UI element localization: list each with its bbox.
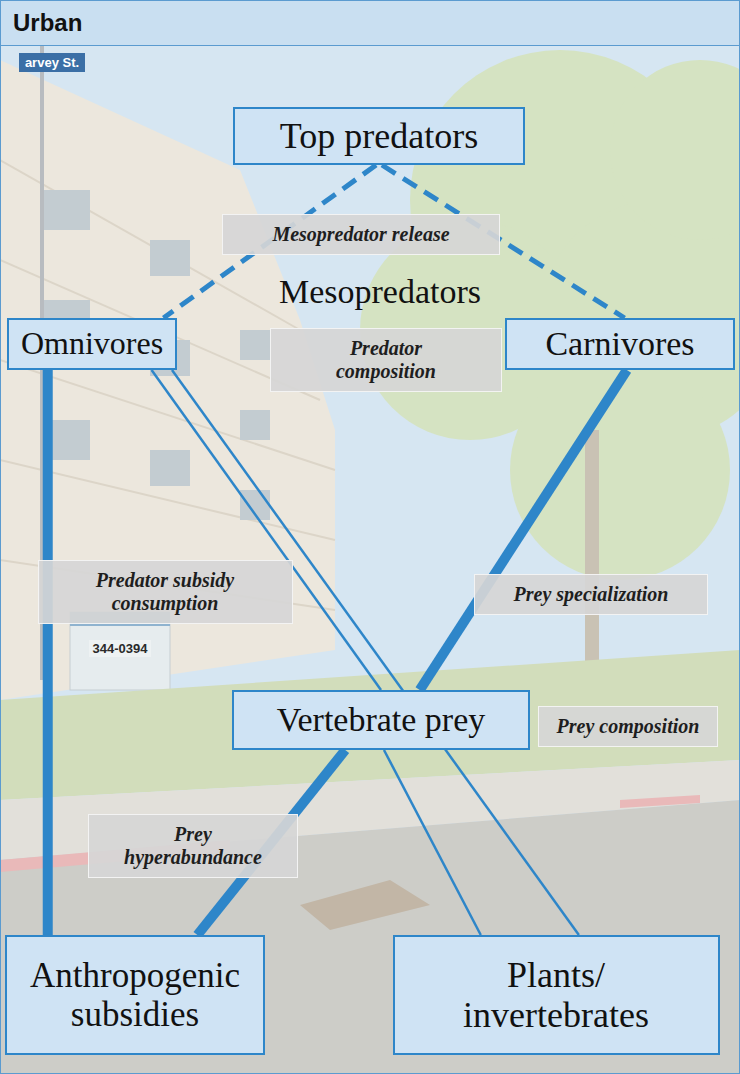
curb-drain [300,880,430,930]
label-text: Prey hyperabundance [106,823,281,869]
region-header: Urban [0,0,740,46]
tree-trunk [585,430,599,680]
label-text: Mesopredators [279,273,481,310]
trophic-box: Carnivores [505,318,735,370]
resource-box: Anthropogenic subsidies [5,935,265,1055]
weak-link [384,750,481,935]
guild-label: Mesopredators [275,273,485,310]
interaction-label: Prey hyperabundance [88,814,298,878]
interaction-label: Prey composition [538,706,718,747]
label-text: Predator composition [311,337,461,383]
strong-link [43,370,53,935]
node-text: Urban [13,10,82,37]
label-text: Prey specialization [514,583,669,606]
label-text: Mesopredator release [272,223,449,246]
node-text: Anthropogenic subsidies [19,956,251,1034]
resource-box: Plants/ invertebrates [393,935,720,1055]
trophic-box: Vertebrate prey [232,690,530,750]
label-text: arvey St. [25,55,79,70]
street [0,800,740,1074]
interaction-label: Prey specialization [474,574,708,615]
trophic-box: Top predators [233,107,525,165]
node-text: Vertebrate prey [277,701,486,739]
rental-sign-text: 344-0394 [89,640,152,657]
interaction-label: Mesopredator release [222,214,500,255]
street-sign-text: arvey St. [19,53,85,72]
node-text: Omnivores [21,326,163,362]
node-text: Carnivores [545,325,694,363]
label-text: 344-0394 [93,641,148,656]
strong-link [420,370,627,690]
weak-link [152,370,381,690]
interaction-label: Predator subsidy consumption [38,560,293,624]
node-text: Plants/ invertebrates [426,955,686,1036]
trophic-box: Omnivores [7,318,177,370]
label-text: Predator subsidy consumption [65,569,265,615]
interaction-label: Predator composition [270,328,502,392]
label-text: Prey composition [557,715,700,738]
red-curb [620,795,700,808]
node-text: Top predators [280,116,478,156]
